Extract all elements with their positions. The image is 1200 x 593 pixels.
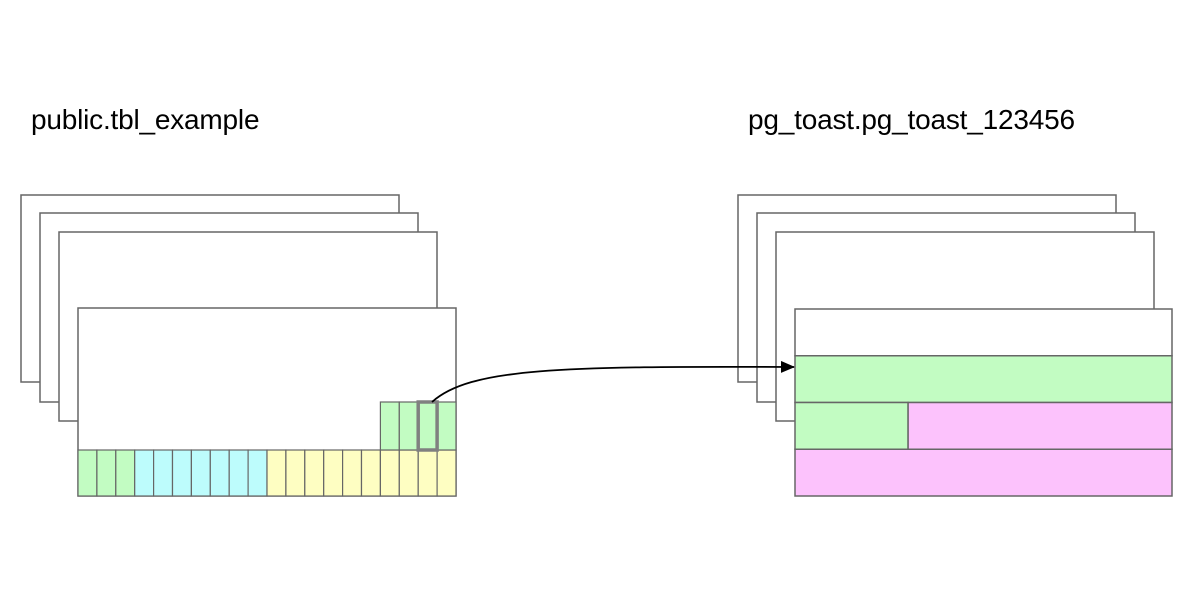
tuple-cell [436,449,457,497]
tuple-cell [190,449,211,497]
tuple-cell [323,449,344,497]
tuple-cell [360,449,381,497]
tuple-cell [153,449,174,497]
tuple-cell [285,449,306,497]
tuple-cell [304,449,325,497]
toast-chunk [794,308,1173,357]
tuple-cell [398,449,419,497]
tuple-cell [228,449,249,497]
heap-table-name: public.tbl_example [31,104,260,135]
pointer-cell [436,401,457,451]
toast-pointer-highlight [416,400,439,452]
toast-chunk-rows [794,308,1173,497]
toast-chunk [794,448,1173,497]
tuple-cell [417,449,438,497]
tuple-cell [342,449,363,497]
tuple-cell [379,449,400,497]
tuple-cell [134,449,155,497]
tuple-cell [266,449,287,497]
heap-tuple-row [77,449,457,497]
toast-pointer-cells [379,400,457,452]
toast-table-name: pg_toast.pg_toast_123456 [748,104,1075,135]
tuple-cell [171,449,192,497]
tuple-cell [115,449,136,497]
tuple-cell [247,449,268,497]
pointer-cell [379,401,400,451]
tuple-cell [96,449,117,497]
tuple-cell [77,449,98,497]
toast-chunk [794,355,1173,404]
toast-chunk [907,401,1173,450]
toast-chunk [794,401,909,450]
pointer-cell [417,401,438,451]
toast-pointer-arrow [431,360,795,403]
tuple-cell [209,449,230,497]
pointer-cell [398,401,419,451]
